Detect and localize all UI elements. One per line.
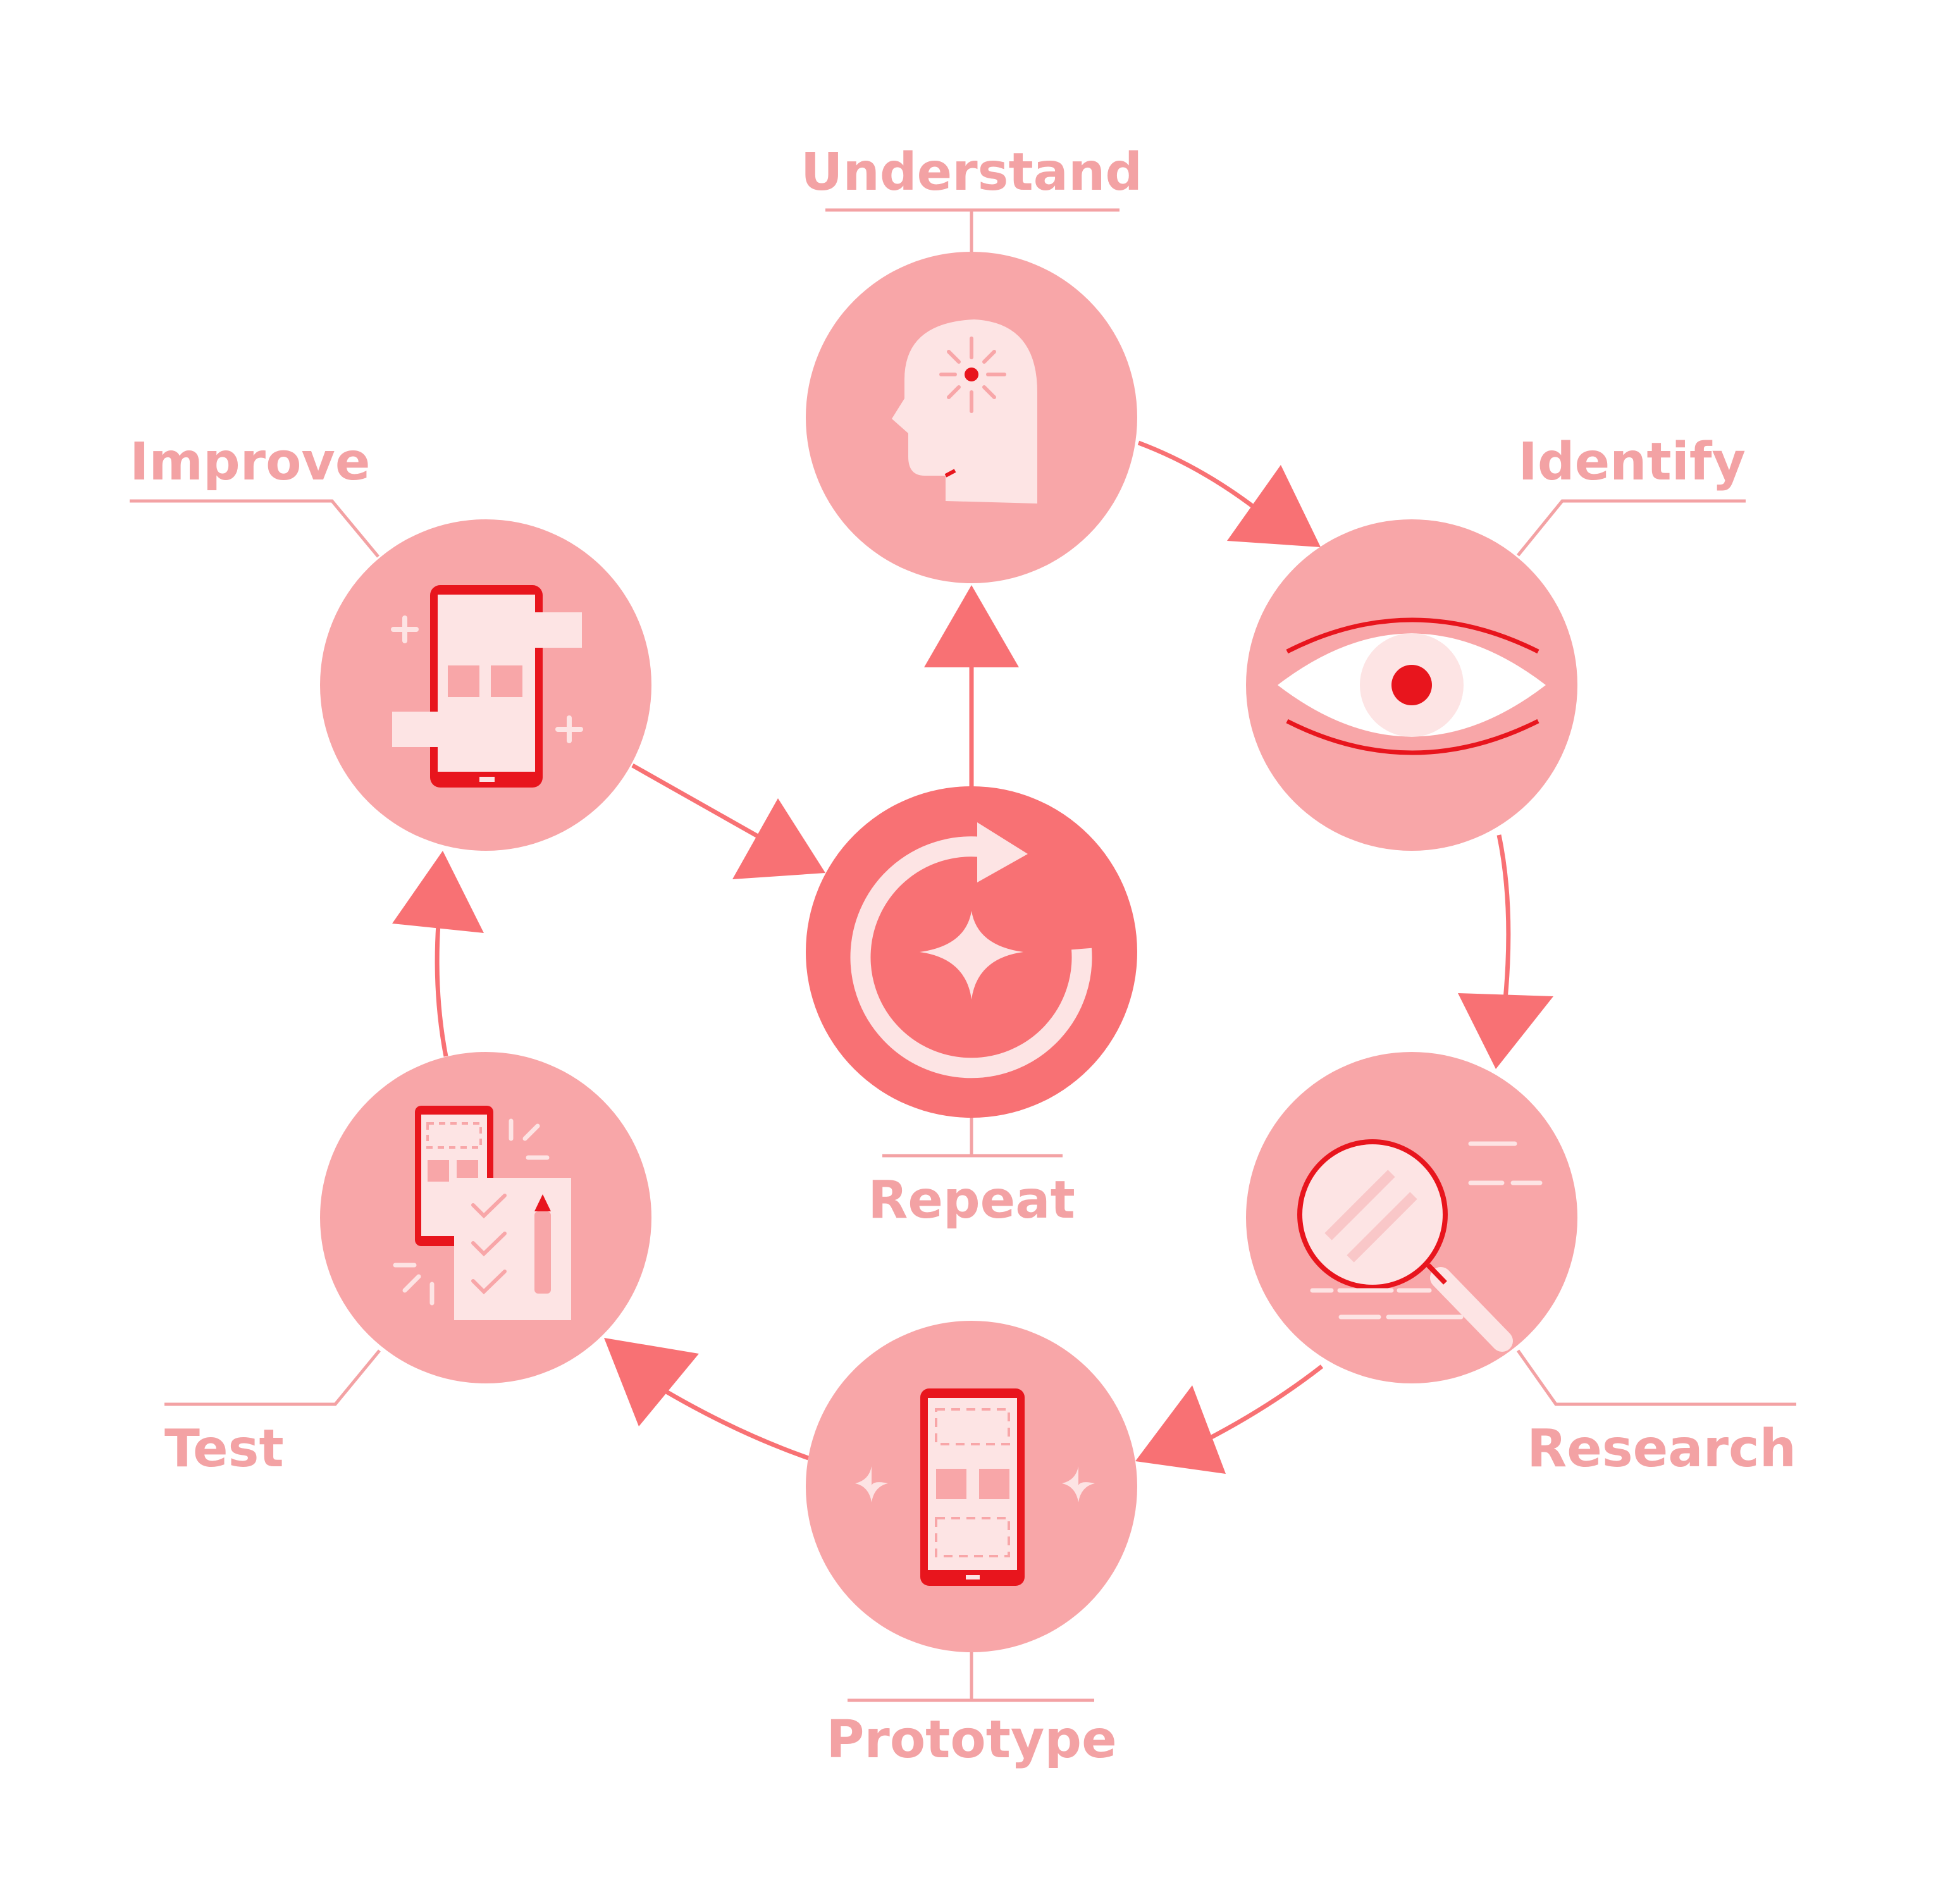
- arrowhead-to-identify: [1227, 465, 1321, 547]
- refresh-sparkle-icon: [850, 822, 1092, 1079]
- node-test: [320, 1052, 651, 1383]
- leader-repeat: [882, 1113, 1063, 1158]
- phone-wireframe-icon: [855, 1388, 1095, 1586]
- leader-improve: [130, 499, 379, 558]
- magnifying-glass-icon: [1297, 1139, 1543, 1352]
- leader-understand: [825, 208, 1120, 253]
- label-identify: Identify: [1518, 432, 1746, 492]
- leader-prototype: [848, 1652, 1094, 1702]
- leader-identify: [1517, 499, 1746, 557]
- connector-identify-research: [1496, 834, 1511, 1013]
- connector-research-prototype: [1194, 1364, 1324, 1448]
- leader-test: [164, 1349, 381, 1406]
- node-improve: [320, 519, 651, 851]
- arrowhead-to-understand: [924, 585, 1019, 667]
- label-prototype: Prototype: [826, 1710, 1116, 1770]
- node-identify: [1246, 519, 1577, 851]
- node-understand: [806, 252, 1137, 583]
- stage-labels: Understand Identify Research Prototype T…: [130, 142, 1796, 1770]
- cycle-arrowheads: [392, 465, 1553, 1474]
- arrowhead-to-research: [1458, 993, 1553, 1069]
- arrowhead-to-improve: [392, 851, 484, 933]
- label-improve: Improve: [130, 432, 371, 492]
- node-research: [1246, 1052, 1577, 1383]
- node-repeat: [806, 786, 1137, 1118]
- eye-icon: [1278, 617, 1546, 755]
- label-test: Test: [164, 1419, 284, 1479]
- label-understand: Understand: [801, 142, 1142, 202]
- leader-research: [1516, 1349, 1796, 1406]
- connector-prototype-test: [644, 1377, 810, 1461]
- label-research: Research: [1527, 1419, 1796, 1479]
- arrowhead-to-test: [604, 1338, 699, 1426]
- head-with-idea-icon: [892, 319, 1037, 504]
- cycle-connectors: [435, 440, 1511, 1461]
- connector-improve-repeat: [631, 763, 779, 850]
- phone-add-components-icon: [391, 585, 583, 788]
- arrowhead-to-prototype: [1135, 1385, 1226, 1474]
- label-leaders: [130, 208, 1796, 1702]
- node-prototype: [806, 1321, 1137, 1652]
- phone-checklist-icon: [393, 1106, 571, 1320]
- label-repeat: Repeat: [868, 1170, 1075, 1230]
- arrowhead-to-repeat: [732, 798, 825, 879]
